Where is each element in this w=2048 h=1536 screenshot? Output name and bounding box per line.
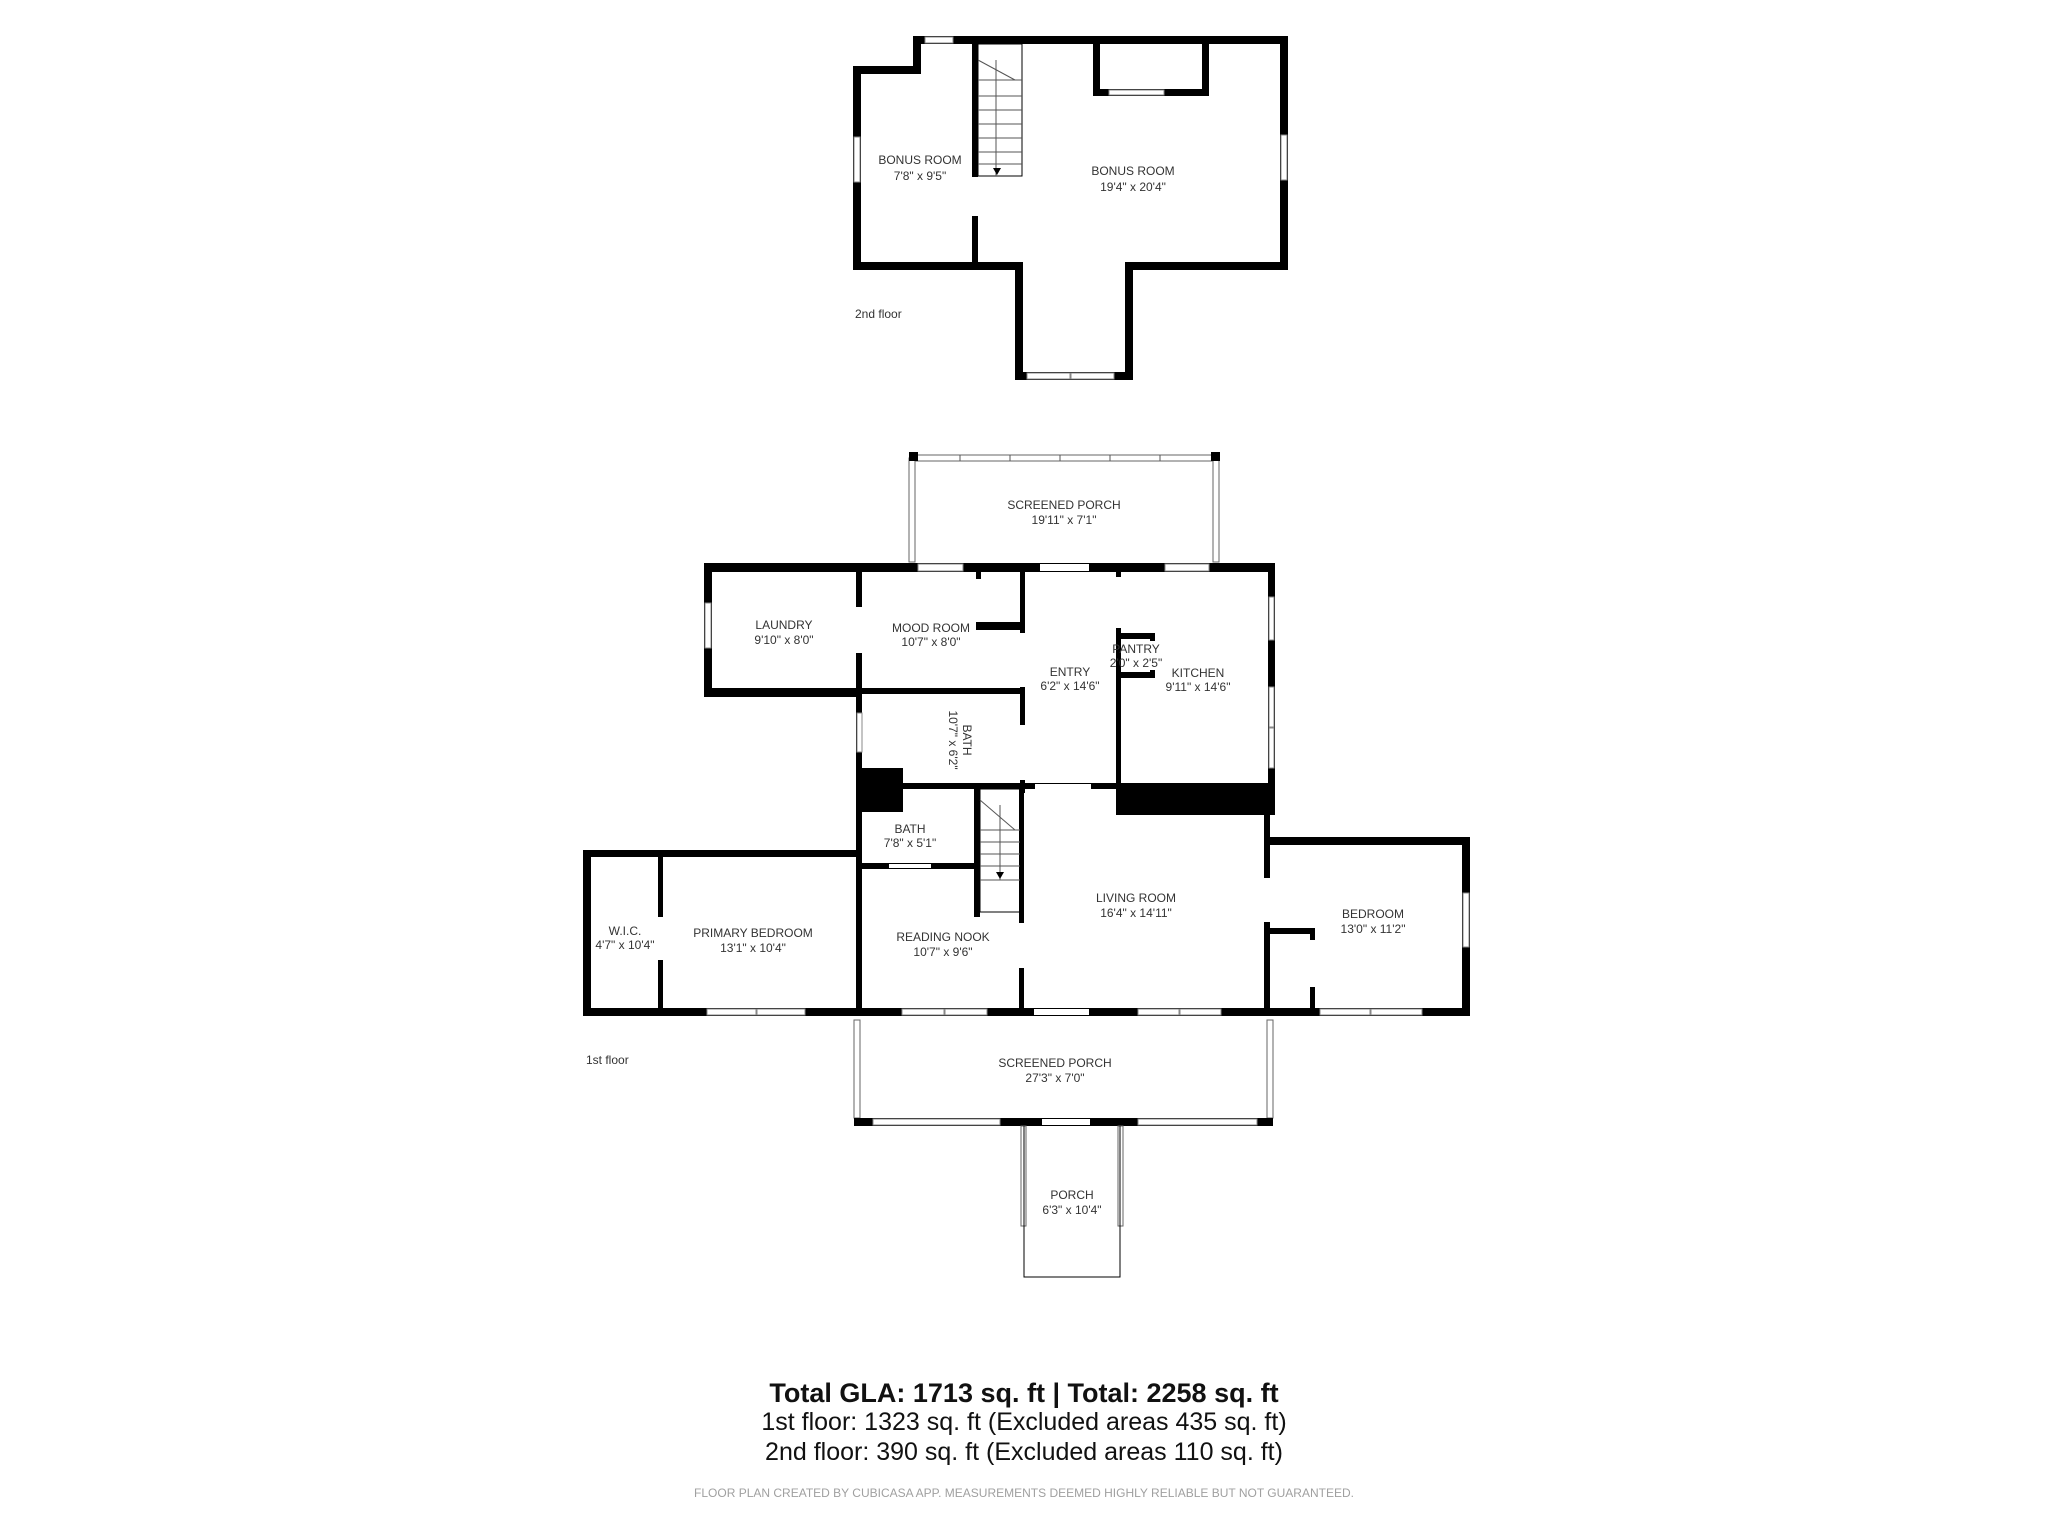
room-name: KITCHEN xyxy=(1172,666,1225,680)
room-name: PANTRY xyxy=(1112,642,1160,656)
stairs xyxy=(979,788,1021,913)
room-dims: 19'4" x 20'4" xyxy=(1100,180,1166,194)
room-dims: 13'0" x 11'2" xyxy=(1341,922,1406,936)
disclaimer: FLOOR PLAN CREATED BY CUBICASA APP. MEAS… xyxy=(694,1486,1354,1500)
room-dims: 16'4" x 14'11" xyxy=(1100,906,1172,920)
second-floor-plan: BONUS ROOM 7'8" x 9'5" BONUS ROOM 19'4" … xyxy=(853,36,1288,380)
porch xyxy=(1020,1125,1124,1278)
floor-label: 1st floor xyxy=(586,1053,629,1067)
rear-screened-porch xyxy=(908,452,1220,563)
room-dims: 19'11" x 7'1" xyxy=(1032,513,1097,527)
room-dims: 6'2" x 14'6" xyxy=(1040,679,1099,693)
stair-arrow-icon xyxy=(996,872,1004,879)
total-area: Total GLA: 1713 sq. ft | Total: 2258 sq.… xyxy=(769,1378,1279,1408)
room-name: ENTRY xyxy=(1050,665,1090,679)
stairs xyxy=(977,43,1023,177)
room-name: BONUS ROOM xyxy=(1091,164,1174,178)
first-floor-area: 1st floor: 1323 sq. ft (Excluded areas 4… xyxy=(761,1408,1287,1436)
second-floor-area: 2nd floor: 390 sq. ft (Excluded areas 11… xyxy=(765,1438,1283,1466)
room-dims: 10'7" x 6'2" xyxy=(946,710,960,769)
walls xyxy=(853,36,1288,380)
room-name: SCREENED PORCH xyxy=(1007,498,1120,512)
room-dims: 9'10" x 8'0" xyxy=(754,633,813,647)
room-name: BATH xyxy=(894,822,925,836)
room-dims: 7'8" x 5'1" xyxy=(884,836,936,850)
room-dims: 10'7" x 8'0" xyxy=(901,635,960,649)
floor-label: 2nd floor xyxy=(855,307,902,321)
room-dims: 2'0" x 2'5" xyxy=(1110,656,1162,670)
room-name: LIVING ROOM xyxy=(1096,891,1176,905)
room-dims: 13'1" x 10'4" xyxy=(720,941,786,955)
stair-arrow-icon xyxy=(993,168,1001,175)
room-name: W.I.C. xyxy=(609,924,642,938)
walls xyxy=(583,563,1470,1016)
room-dims: 4'7" x 10'4" xyxy=(595,938,654,952)
front-screened-porch xyxy=(853,1019,1274,1126)
room-name: SCREENED PORCH xyxy=(998,1056,1111,1070)
room-name: LAUNDRY xyxy=(755,618,812,632)
room-dims: 7'8" x 9'5" xyxy=(894,169,946,183)
room-dims: 10'7" x 9'6" xyxy=(913,945,972,959)
room-name: PORCH xyxy=(1050,1188,1093,1202)
room-dims: 9'11" x 14'6" xyxy=(1166,680,1231,694)
room-name: BATH xyxy=(960,724,974,755)
room-name: MOOD ROOM xyxy=(892,621,970,635)
first-floor-plan: SCREENED PORCH 19'11" x 7'1" LAUNDRY 9'1… xyxy=(583,452,1470,1278)
room-name: PRIMARY BEDROOM xyxy=(693,926,813,940)
windows xyxy=(704,563,1470,1016)
room-name: BONUS ROOM xyxy=(878,153,961,167)
room-dims: 27'3" x 7'0" xyxy=(1025,1071,1084,1085)
room-name: BEDROOM xyxy=(1342,907,1404,921)
room-dims: 6'3" x 10'4" xyxy=(1042,1203,1101,1217)
room-name: READING NOOK xyxy=(896,930,989,944)
windows xyxy=(853,36,1288,380)
